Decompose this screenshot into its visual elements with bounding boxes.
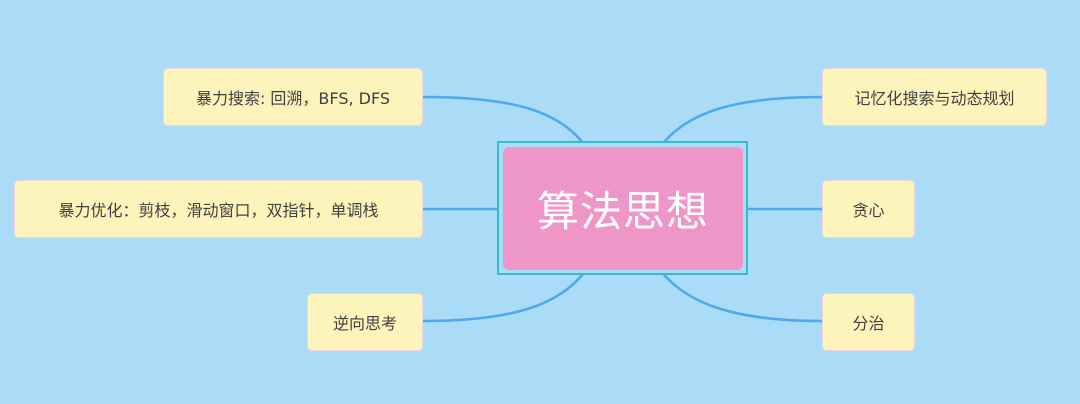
branch-node-label: 暴力优化：剪枝，滑动窗口，双指针，单调栈	[58, 201, 379, 220]
center-node[interactable]: 算法思想	[503, 147, 743, 270]
branch-node-reverse-thinking[interactable]: 逆向思考	[307, 293, 423, 351]
branch-node-greedy[interactable]: 贪心	[822, 180, 915, 238]
branch-node-label: 分治	[852, 314, 885, 333]
connector-left-1	[421, 95, 588, 149]
branch-node-memoization-dp[interactable]: 记忆化搜索与动态规划	[822, 68, 1047, 126]
branch-node-label: 记忆化搜索与动态规划	[854, 89, 1015, 108]
branch-node-divide-and-conquer[interactable]: 分治	[822, 293, 915, 351]
branch-node-label: 暴力搜索: 回溯，BFS, DFS	[195, 89, 391, 108]
connector-right-3	[658, 268, 824, 323]
branch-node-label: 逆向思考	[332, 314, 397, 333]
branch-node-label: 贪心	[852, 201, 885, 220]
connector-left-3	[421, 268, 588, 323]
connector-right-1	[658, 95, 824, 149]
branch-node-brute-force-search[interactable]: 暴力搜索: 回溯，BFS, DFS	[163, 68, 423, 126]
branch-node-brute-force-optimization[interactable]: 暴力优化：剪枝，滑动窗口，双指针，单调栈	[14, 180, 423, 238]
center-node-label: 算法思想	[536, 187, 709, 236]
